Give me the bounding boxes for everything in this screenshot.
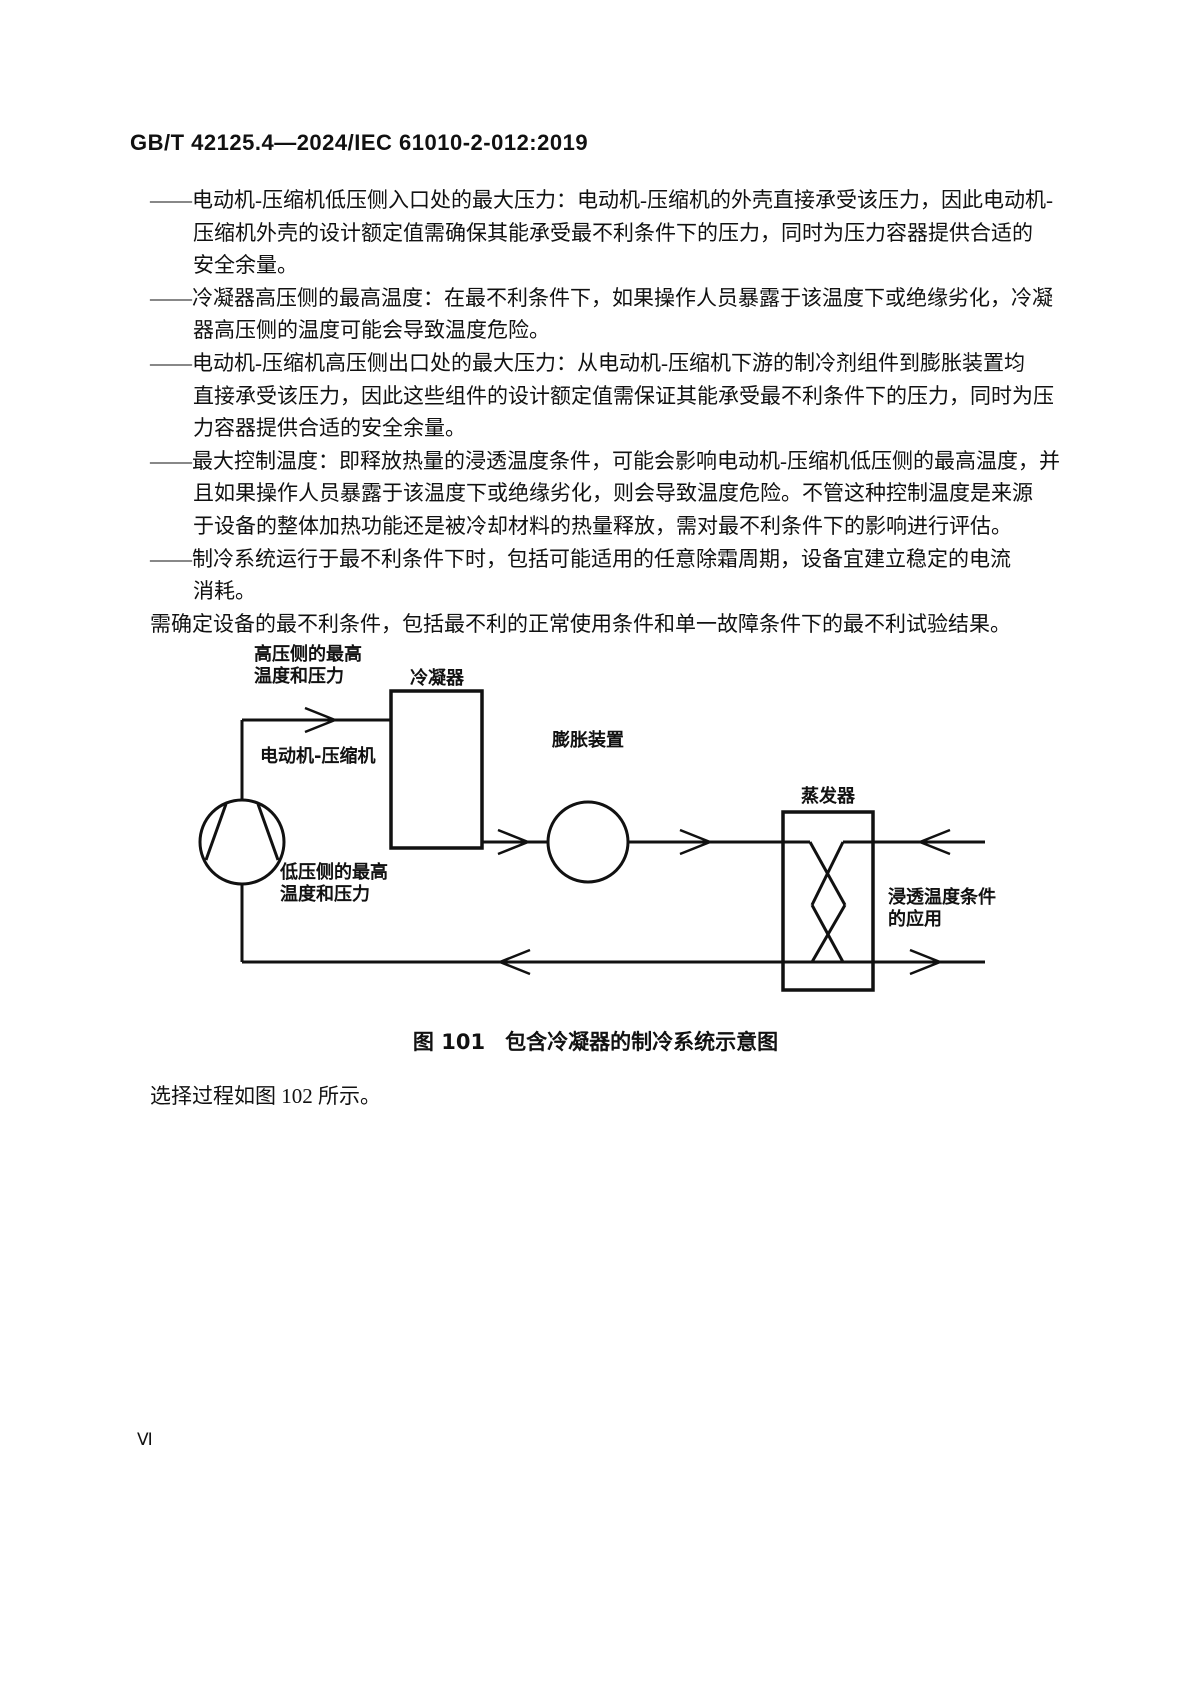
label-low-side-2: 温度和压力 [280, 883, 370, 905]
bullet-line: ——制冷系统运行于最不利条件下时，包括可能适用的任意除霜周期，设备宜建立稳定的电… [150, 546, 1011, 571]
bullet-line: 安全余量。 [193, 253, 298, 278]
label-condenser: 冷凝器 [410, 667, 465, 689]
figure-caption-number: 图 101 [412, 1030, 486, 1054]
expansion-device-symbol [546, 800, 630, 884]
body-text: ——电动机-压缩机低压侧入口处的最大压力：电动机-压缩机的外壳直接承受该压力，因… [150, 184, 1060, 640]
flow-arrow-left [916, 828, 951, 856]
label-immersion-2: 的应用 [888, 908, 942, 930]
label-evaporator: 蒸发器 [801, 785, 856, 807]
bullet-line: 力容器提供合适的安全余量。 [193, 416, 466, 441]
compressor-vane [204, 803, 228, 861]
evaporator-cross-line [810, 904, 845, 963]
flow-arrow-right [304, 706, 339, 734]
flow-arrow-right [909, 948, 944, 976]
label-immersion-1: 浸透温度条件 [888, 886, 996, 908]
evaporator-cross-line [810, 841, 845, 906]
bullet-line: ——电动机-压缩机低压侧入口处的最大压力：电动机-压缩机的外壳直接承受该压力，因… [150, 188, 1053, 212]
bullet-line: 直接承受该压力，因此这些组件的设计额定值需保证其能承受最不利条件下的压力，同时为… [193, 383, 1054, 408]
refrigeration-system-diagram: 高压侧的最高 温度和压力 冷凝器 电动机-压缩机 低压侧的最高 温度和压力 膨胀… [198, 643, 996, 992]
bullet-line: 器高压侧的温度可能会导致温度危险。 [193, 318, 550, 343]
bullet-line: ——冷凝器高压侧的最高温度：在最不利条件下，如果操作人员暴露于该温度下或绝缘劣化… [150, 285, 1053, 310]
flow-arrow-left [496, 948, 531, 976]
compressor-vane [256, 803, 280, 861]
bullet-line: 消耗。 [193, 579, 256, 604]
label-low-side-1: 低压侧的最高 [279, 861, 388, 883]
after-figure-paragraph: 选择过程如图 102 所示。 [150, 1084, 381, 1108]
label-compressor: 电动机-压缩机 [260, 745, 375, 767]
bullet-line: 于设备的整体加热功能还是被冷却材料的热量释放，需对最不利条件下的影响进行评估。 [193, 513, 1012, 538]
label-high-side-1: 高压侧的最高 [254, 643, 362, 665]
flow-arrow-right [497, 828, 532, 856]
standard-number-header: GB/T 42125.4—2024/IEC 61010-2-012:2019 [130, 130, 589, 155]
evaporator-box [781, 810, 875, 992]
label-expansion-device: 膨胀装置 [551, 729, 624, 751]
bullet-line: 且如果操作人员暴露于该温度下或绝缘劣化，则会导致温度危险。不管这种控制温度是来源 [193, 481, 1033, 506]
closing-paragraph: 需确定设备的最不利条件，包括最不利的正常使用条件和单一故障条件下的最不利试验结果… [150, 611, 1011, 636]
bullet-line: 压缩机外壳的设计额定值需确保其能承受最不利条件下的压力，同时为压力容器提供合适的 [193, 220, 1033, 245]
bullet-line: ——最大控制温度：即释放热量的浸透温度条件，可能会影响电动机-压缩机低压侧的最高… [150, 448, 1060, 473]
bullet-line: ——电动机-压缩机高压侧出口处的最大压力：从电动机-压缩机下游的制冷剂组件到膨胀… [150, 350, 1025, 375]
condenser-box [389, 689, 484, 850]
label-high-side-2: 温度和压力 [254, 665, 344, 687]
figure-caption-title: 包含冷凝器的制冷系统示意图 [505, 1030, 779, 1054]
figure-caption: 图 101 包含冷凝器的制冷系统示意图 [0, 1026, 1191, 1056]
flow-arrow-right [679, 828, 714, 856]
page-number: Ⅵ [137, 1430, 153, 1449]
